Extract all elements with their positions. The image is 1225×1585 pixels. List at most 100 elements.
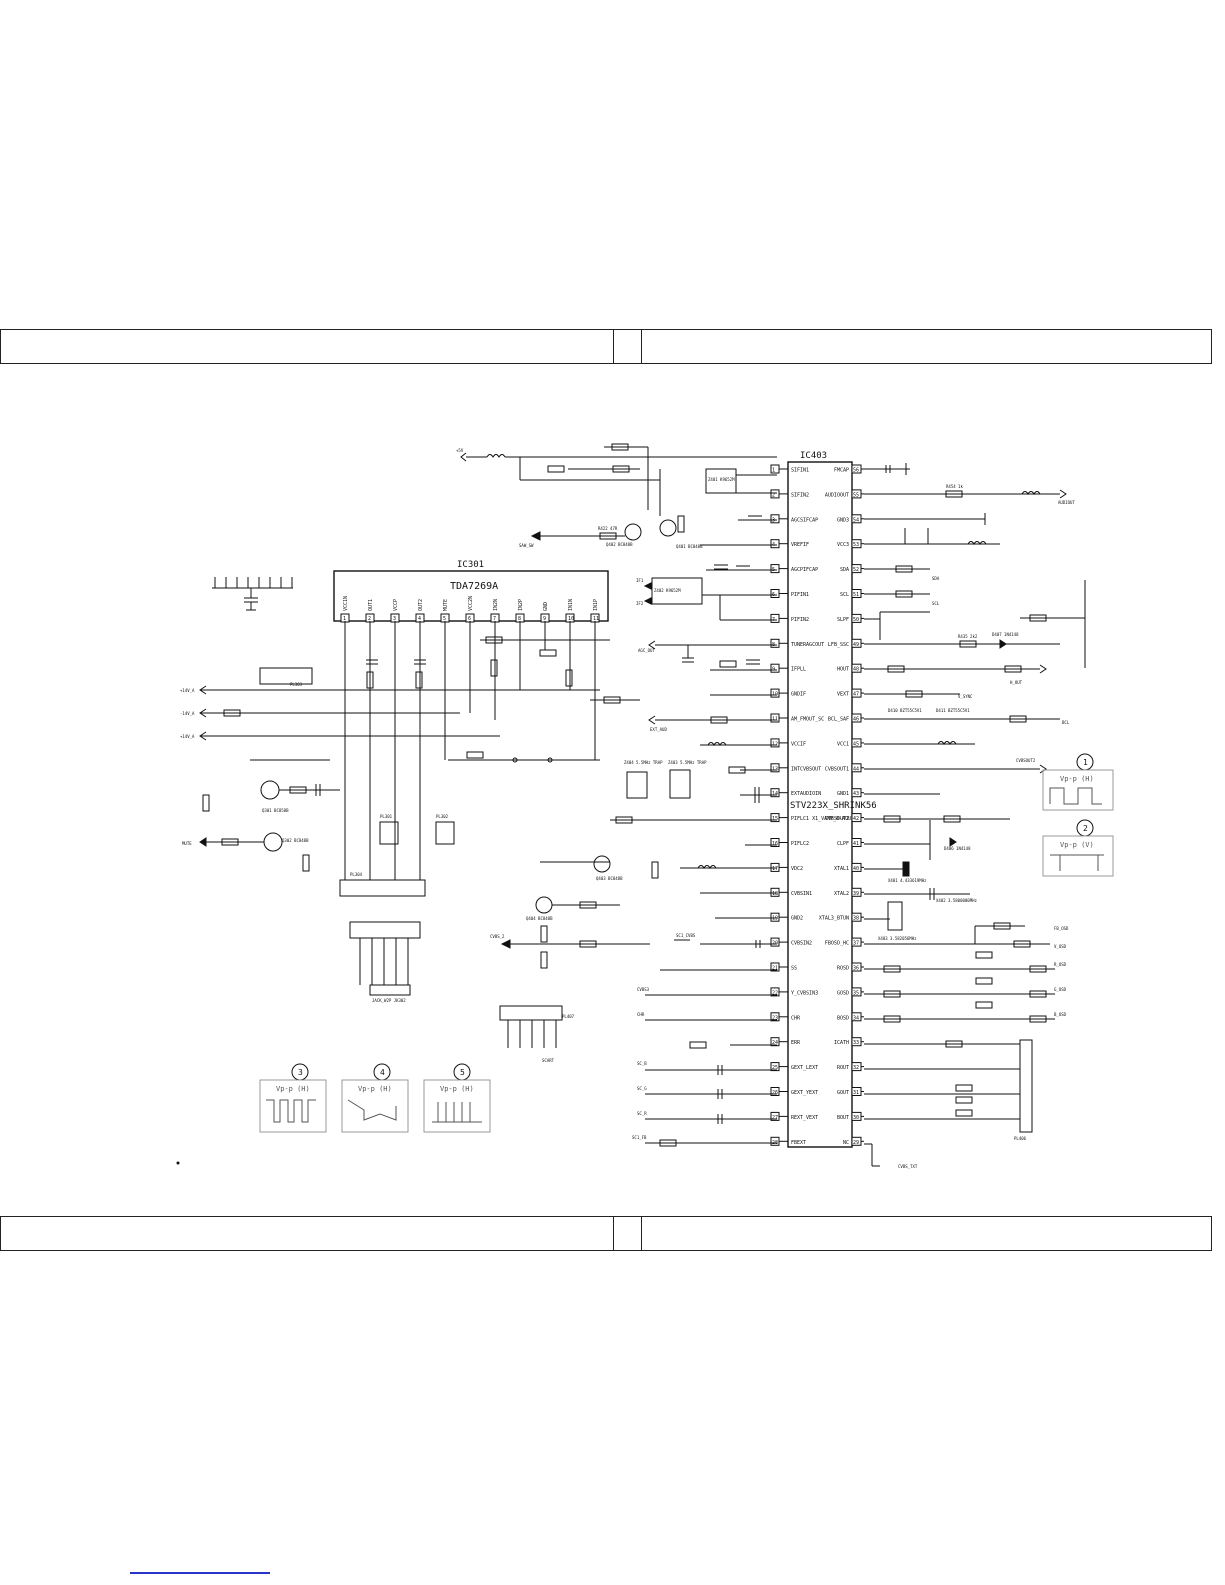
z404-label: Z404 5.5MHz TRAP xyxy=(624,760,663,765)
p5v-label: +5V xyxy=(456,448,464,453)
q404-label: Q404 BC848B xyxy=(526,916,553,921)
tuner-agc-section: AGC_OUT EXT_AUD Z403 5.5MHz TRAP Z404 5.… xyxy=(490,640,777,1147)
ic403-pin-name: VDC2 xyxy=(791,866,803,872)
saw-sw-label: SAW_SW xyxy=(519,543,534,548)
ic403-pin-number: 18 xyxy=(772,891,778,897)
ic403-pin-number: 47 xyxy=(853,692,859,698)
hout-label: H_OUT xyxy=(1010,680,1023,685)
ycvbs-label: CVBS3 xyxy=(637,987,650,992)
ic403-pin-number: 54 xyxy=(853,517,859,523)
ic403-pin-name: BOSD xyxy=(837,1015,849,1021)
x402-label: X402 3.5800000MHz xyxy=(936,898,978,903)
ic301-title: IC301 xyxy=(457,560,484,570)
ic403-pin-number: 21 xyxy=(772,966,778,972)
ic403-pin-number: 39 xyxy=(853,891,859,897)
ic301-pin-number: 3 xyxy=(393,616,396,622)
ic403-pin-name: FMCAP xyxy=(834,468,849,474)
ic403-pin-name: PIFLC1 X1_VAMP_0-AOUT xyxy=(791,816,854,822)
ic403-pin-name: CVBSOUT2 xyxy=(825,816,849,822)
title-block-divider xyxy=(613,330,614,363)
ic403-pin-name: GNDIF xyxy=(791,692,806,698)
ic301-pin-number: 7 xyxy=(493,616,496,622)
d410-label: D410 BZT55C5V1 xyxy=(888,708,922,713)
heatsink-icon xyxy=(212,577,293,611)
ic403-pin-number: 34 xyxy=(853,1015,859,1021)
ic403-pin-number: 30 xyxy=(853,1115,859,1121)
bcl-label: BCL xyxy=(1062,720,1070,725)
ic403-pin-name: BCL_SAF xyxy=(828,717,849,723)
ic301-pin-name: VCC1N xyxy=(343,596,349,611)
q402-label: Q402 BC848B xyxy=(606,542,633,547)
title-block-divider xyxy=(613,1217,614,1250)
waveform-3-label: Vp-p (H) xyxy=(276,1085,310,1093)
ic403-pin-39: 39 XTAL2 xyxy=(834,887,864,897)
ic403-right-network: R454 1k AUDIOUT SDA SCL R435 2k2 D407 1N… xyxy=(864,463,1086,1169)
ic403-pin-name: INTCVBSOUT xyxy=(791,766,821,772)
sc-b-label: SC_B xyxy=(637,1061,647,1066)
ic403-pin-number: 26 xyxy=(772,1090,778,1096)
sda-label: SDA xyxy=(932,576,940,581)
r454-label: R454 1k xyxy=(946,484,963,489)
ic403-pin-name: GEXT_LEXT xyxy=(791,1065,818,1071)
ic403-pin-name: AUDIOOUT xyxy=(825,492,849,498)
sc-g-label: SC_G xyxy=(637,1086,647,1091)
ic403-pin-number: 14 xyxy=(772,791,778,797)
ic403-pin-number: 48 xyxy=(853,667,859,673)
sc-r-label: SC_R xyxy=(637,1111,647,1116)
ic403-pin-name: XTAL1 xyxy=(834,866,849,872)
ic403-pin-name: XTAL2 xyxy=(834,891,849,897)
ic403-pin-number: 16 xyxy=(772,841,778,847)
mute-label: MUTE xyxy=(182,841,192,846)
if1-label: IF1 xyxy=(636,578,644,583)
ic301-pin-name: IN1P xyxy=(593,599,599,611)
audio-amp-network: +14V_A -14V_A +14V_A PL303 Q3 xyxy=(180,621,640,1063)
ic403-pin-number: 37 xyxy=(853,941,859,947)
jack-label: JACK_W2P JK302 xyxy=(372,998,406,1003)
q403-label: Q403 BC848B xyxy=(596,876,623,881)
ic403-pin-name: GOUT xyxy=(837,1090,849,1096)
ic403-pin-name: TUNERAGCOUT xyxy=(791,642,824,648)
ic403-pin-number: 35 xyxy=(853,990,859,996)
ic403-pin-number: 33 xyxy=(853,1040,859,1046)
ic403-pin-name: VCC1 xyxy=(837,741,849,747)
ic403-pin-name: CHR xyxy=(791,1015,801,1021)
ic403-pin-name: XTAL3_BTUN xyxy=(819,916,849,922)
scl-label: SCL xyxy=(932,601,940,606)
waveform-2-label: Vp-p (V) xyxy=(1060,841,1094,849)
ic403-pin-number: 24 xyxy=(772,1040,778,1046)
vsync-label: V_SYNC xyxy=(958,694,973,699)
ic301-pin-name: IN1N xyxy=(568,599,574,611)
ic301-pin-number: 5 xyxy=(443,616,446,622)
page-link-underline[interactable] xyxy=(130,1572,270,1574)
z402-label: Z402 K9652M xyxy=(654,588,681,593)
waveform-4-number: 4 xyxy=(380,1068,385,1077)
